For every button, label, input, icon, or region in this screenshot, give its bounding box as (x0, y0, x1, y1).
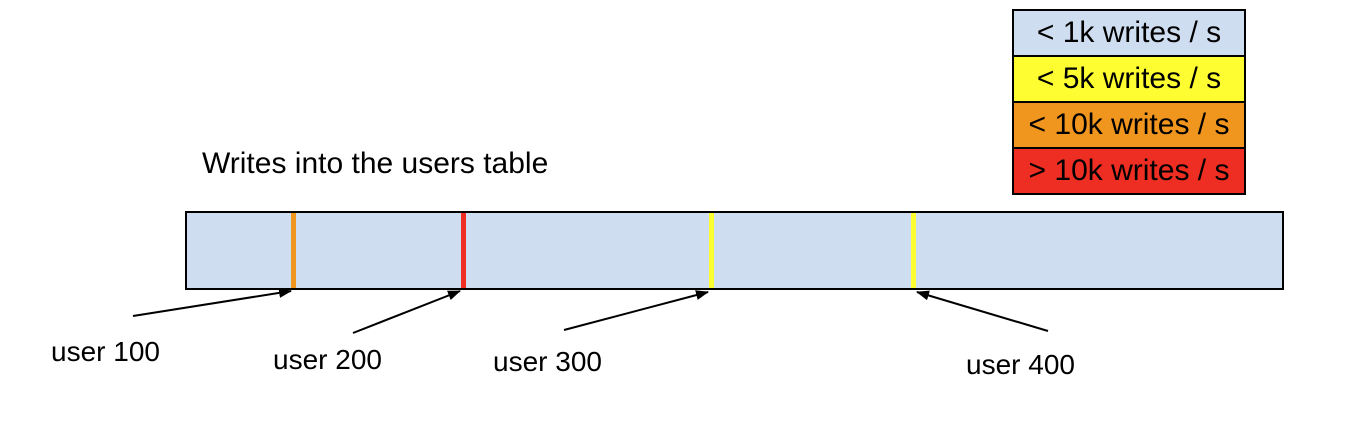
write-rate-marker (460, 213, 466, 288)
legend-item: < 5k writes / s (1012, 55, 1246, 103)
legend-item: < 1k writes / s (1012, 9, 1246, 57)
legend: < 1k writes / s < 5k writes / s < 10k writ… (1012, 9, 1246, 195)
arrow (132, 287, 292, 317)
legend-item: > 10k writes / s (1012, 147, 1246, 195)
user-label: user 400 (966, 349, 1075, 380)
user-label: user 100 (51, 336, 160, 367)
write-rate-marker (708, 213, 714, 288)
write-rate-marker (910, 213, 916, 288)
write-rate-marker (290, 213, 296, 288)
legend-item-label: < 5k writes / s (1036, 62, 1222, 95)
arrow (563, 290, 709, 331)
legend-item: < 10k writes / s (1012, 101, 1246, 149)
user-label: user 300 (493, 346, 602, 377)
user-label: user 200 (273, 344, 382, 375)
arrow (352, 290, 461, 334)
legend-item-label: > 10k writes / s (1028, 154, 1230, 187)
arrow (916, 290, 1049, 332)
users-table-bar (185, 211, 1284, 290)
diagram-title: Writes into the users table (202, 147, 549, 180)
legend-item-label: < 1k writes / s (1036, 16, 1222, 49)
legend-item-label: < 10k writes / s (1028, 108, 1230, 141)
